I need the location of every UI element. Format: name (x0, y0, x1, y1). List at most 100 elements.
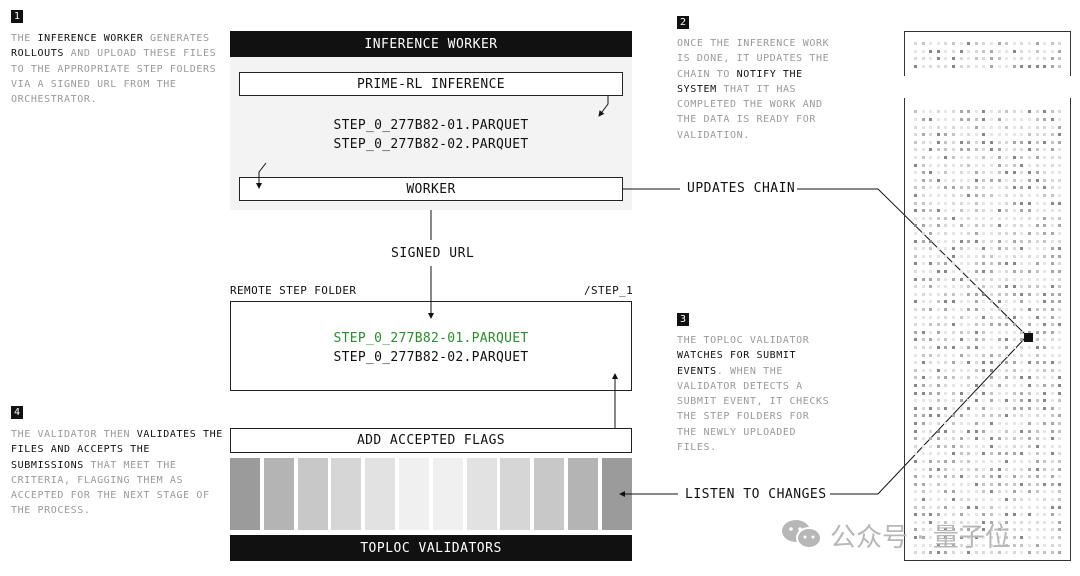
chain-dot (1020, 118, 1024, 121)
chain-dot (1020, 429, 1024, 433)
chain-dot (1043, 186, 1047, 190)
chain-dot (929, 475, 933, 479)
chain-dot (952, 452, 955, 456)
chain-dot (921, 254, 925, 258)
chain-dot (982, 247, 986, 251)
chain-dot (1020, 171, 1024, 175)
chain-dot (1020, 178, 1024, 182)
chain-dot (1058, 277, 1062, 281)
chain-dot (959, 270, 963, 273)
chain-dot (967, 437, 971, 441)
chain-dot (990, 140, 993, 144)
chain-dot (1020, 551, 1024, 555)
chain-dot (944, 239, 948, 243)
chain-dot (974, 239, 978, 243)
chain-dot (952, 376, 955, 380)
chain-dot (1012, 551, 1016, 555)
chain-dot (974, 444, 978, 448)
chain-dot (1050, 315, 1054, 319)
chain-dot (914, 42, 917, 45)
chain-dot (944, 422, 948, 425)
chain-dot (990, 338, 993, 342)
chain-dot (1035, 505, 1039, 509)
chain-dot (952, 254, 955, 258)
chain-dot (990, 201, 993, 205)
chain-dot (1020, 133, 1024, 137)
chain-dot (967, 391, 971, 395)
chain-dot (974, 543, 978, 547)
chain-dot (1005, 452, 1009, 456)
chain-dot (967, 551, 971, 555)
chain-dot (1028, 49, 1031, 53)
chain-dot (1058, 201, 1062, 205)
chain-dot (952, 498, 955, 501)
chain-dot (982, 452, 986, 456)
chain-dot (982, 376, 986, 380)
chain-dot (929, 513, 933, 517)
chain-dot (1012, 209, 1016, 213)
chain-dot (1020, 57, 1024, 61)
chain-dot (1050, 216, 1054, 220)
chain-dot (1028, 368, 1031, 372)
chain-dot (967, 262, 971, 266)
validator-cell (432, 458, 463, 530)
chain-dot (952, 543, 955, 547)
chain-dot (944, 384, 948, 387)
chain-dot (914, 285, 917, 289)
chain-dot (921, 482, 925, 486)
chain-dot (914, 315, 917, 319)
chain-dot (914, 308, 917, 311)
chain-dot (944, 452, 948, 456)
chain-dot (1043, 528, 1047, 532)
chain-dot (914, 156, 917, 159)
chain-dot (974, 505, 978, 509)
chain-dot (1005, 536, 1009, 539)
chain-dot (1028, 262, 1031, 266)
chain-dot (1035, 338, 1039, 342)
chain-dot (1035, 346, 1039, 349)
chain-dot (936, 201, 940, 205)
chain-dot (914, 209, 917, 213)
chain-dot (1035, 368, 1039, 372)
chain-dot (990, 42, 993, 45)
chain-dot (921, 353, 925, 357)
chain-dot (1043, 285, 1047, 289)
chain-dot (952, 216, 955, 220)
chain-dot (990, 384, 993, 387)
chain-dot (1035, 330, 1039, 334)
chain-dot (1043, 475, 1047, 479)
chain-dot (959, 460, 963, 463)
chain-dot (990, 460, 993, 463)
chain-dot (1035, 429, 1039, 433)
chain-dot (1043, 42, 1047, 45)
chain-dot (1020, 262, 1024, 266)
chain-dot (952, 429, 955, 433)
chain-dot (990, 490, 993, 494)
chain-dot (974, 429, 978, 433)
chain-dot (1028, 323, 1031, 327)
chain-dot (1058, 520, 1062, 524)
validator-cell (500, 458, 531, 530)
chain-dot (944, 482, 948, 486)
chain-dot (929, 247, 933, 251)
chain-dot (929, 308, 933, 311)
chain-dot (997, 422, 1001, 425)
chain-dot (1028, 520, 1031, 524)
chain-dot (1043, 308, 1047, 311)
chain-dot (1005, 186, 1009, 190)
chain-dot (936, 209, 940, 213)
chain-dot (1012, 201, 1016, 205)
chain-dot (1020, 452, 1024, 456)
chain-dot (1005, 140, 1009, 144)
chain-dot (959, 292, 963, 296)
chain-dot (974, 308, 978, 311)
chain-dot (1005, 323, 1009, 327)
chain-dot (952, 125, 955, 129)
chain-dot (1020, 353, 1024, 357)
chain-dot (990, 118, 993, 121)
chain-dot (1050, 148, 1054, 152)
chain-dot (914, 520, 917, 524)
chain-dot (944, 536, 948, 539)
chain-dot (967, 125, 971, 129)
chain-dot (1005, 437, 1009, 441)
